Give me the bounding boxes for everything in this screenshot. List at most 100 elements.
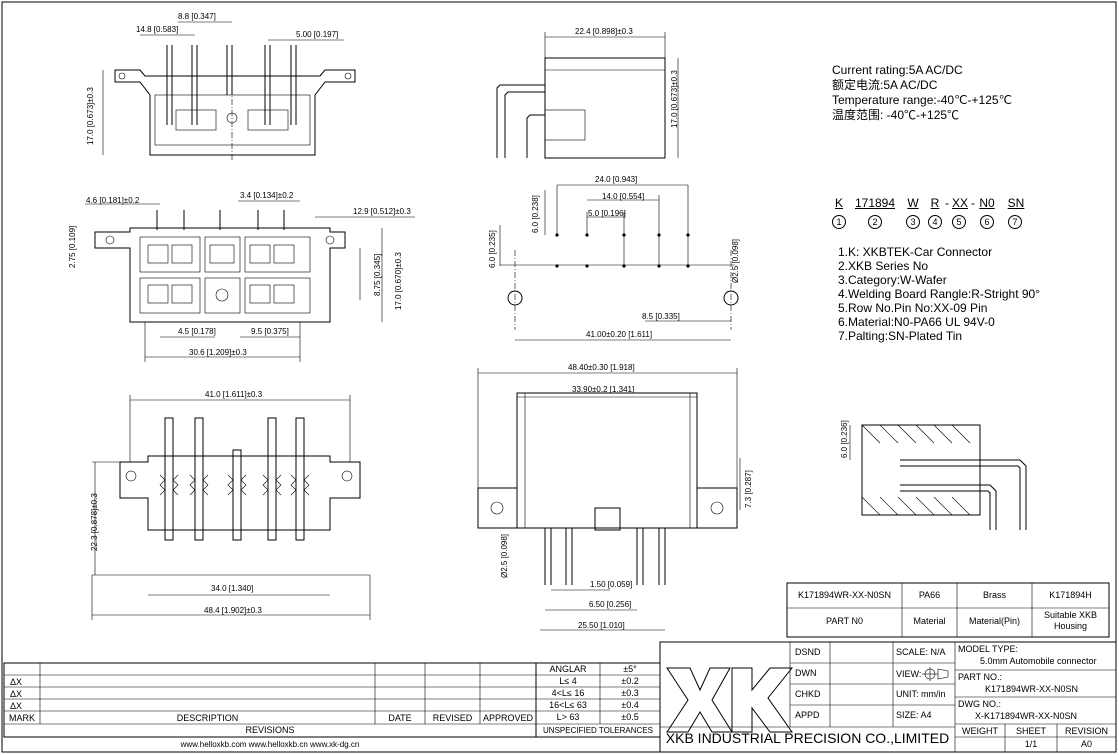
dim-label: 48.40±0.30 [1.918]: [568, 363, 635, 372]
website-links[interactable]: www.helloxkb.com www.helloxkb.cn www.xk-…: [180, 740, 360, 749]
dim-label: 8.5 [0.335]: [642, 312, 680, 321]
tolerance-header: ANGLAR: [549, 664, 587, 674]
spec-current-cn: 额定电流:5A AC/DC: [832, 78, 938, 92]
dim-label: 9.5 [0.375]: [251, 327, 289, 336]
title-block-lines: [659, 641, 1117, 753]
code-number: 6: [980, 215, 994, 229]
dim-label: 3.4 [0.134]±0.2: [240, 191, 294, 200]
revision-header: MARK: [8, 713, 35, 723]
code-segment: SN: [1007, 196, 1025, 210]
legend-item: 1.K: XKBTEK-Car Connector: [838, 245, 993, 259]
dwg-no-value: X-K171894WR-XX-N0SN: [975, 711, 1078, 721]
part-table-cell: PART N0: [825, 616, 863, 626]
code-separator: -: [971, 196, 975, 210]
model-type-label: MODEL TYPE:: [958, 644, 1019, 654]
revision-mark: ΔX: [10, 701, 23, 711]
part-table-cell: Material: [913, 616, 946, 626]
revision-label: REVISION: [1064, 726, 1108, 736]
dim-label: Ø2.5 [0.098]: [500, 533, 509, 578]
dim-label: 4.5 [0.178]: [178, 327, 216, 336]
front-view-top: [102, 21, 356, 160]
code-segment: N0: [979, 196, 995, 210]
dim-label: 24.0 [0.943]: [595, 175, 638, 184]
part-no-value: K171894WR-XX-N0SN: [985, 684, 1079, 694]
code-segment: XX: [951, 196, 968, 210]
xkb-logo: [666, 667, 794, 733]
revisions-title: REVISIONS: [245, 725, 295, 735]
dim-label: 5.0 [0.196]: [588, 209, 626, 218]
code-separator: -: [945, 196, 949, 210]
legend-item: 5.Row No.Pin No:XX-09 Pin: [838, 301, 988, 315]
spec-temp-en: Temperature range:-40℃-+125℃: [832, 93, 1013, 107]
dim-label: 22.4 [0.898]±0.3: [575, 27, 633, 36]
revision-header: APPROVED: [482, 713, 533, 723]
code-segment: K: [834, 196, 843, 210]
pcb-layout: [499, 184, 739, 341]
code-number: 2: [868, 215, 882, 229]
revision-header: DATE: [388, 713, 412, 723]
sheet-label: SHEET: [1015, 726, 1046, 736]
scale-label: SCALE: N/A: [896, 647, 946, 657]
revision-mark: ΔX: [10, 689, 23, 699]
legend-item: 6.Material:N0-PA66 UL 94V-0: [838, 315, 995, 329]
dim-label: 14.0 [0.554]: [602, 192, 645, 201]
size-label: SIZE: A4: [896, 710, 932, 720]
dim-label: 41.00±0.20 [1.611]: [586, 330, 653, 339]
dim-label: 30.6 [1.209]±0.3: [189, 348, 247, 357]
sheet-value: 1/1: [1024, 739, 1038, 749]
spec-current-en: Current rating:5A AC/DC: [832, 63, 963, 77]
revision-header: DESCRIPTION: [176, 713, 239, 723]
revision-mark: ΔX: [10, 677, 23, 687]
part-table-cell: K171894H: [1049, 590, 1092, 600]
dim-label: Ø2.5 [0.098]: [731, 238, 740, 283]
legend-item: 2.XKB Series No: [838, 259, 929, 273]
part-table-cell: Brass: [982, 590, 1006, 600]
weight-label: WEIGHT: [962, 726, 998, 736]
tolerance-cell: L≤ 4: [559, 676, 577, 686]
dwg-no-label: DWG NO.:: [958, 699, 1001, 709]
section-detail: [849, 424, 1027, 530]
dim-label: 4.6 [0.181]±0.2: [86, 196, 140, 205]
spec-temp-cn: 温度范围: -40℃-+125℃: [832, 108, 960, 122]
code-segment: R: [930, 196, 940, 210]
code-number: 3: [906, 215, 920, 229]
model-type-value: 5.0mm Automobile connector: [980, 656, 1097, 666]
unit-label: UNIT: mm/in: [896, 689, 946, 699]
tolerance-cell: ±0.4: [621, 700, 639, 710]
part-table-lines: [786, 582, 1110, 638]
dim-label: 6.0 [0.236]: [840, 420, 849, 458]
dim-label: 25.50 [1.010]: [578, 621, 625, 630]
tolerance-cell: ±0.2: [621, 676, 639, 686]
side-view-bottom: [477, 368, 741, 631]
legend-item: 4.Welding Board Rangle:R-Stright 90°: [838, 287, 1041, 301]
tolerance-cell: ±0.3: [621, 688, 639, 698]
dim-label: 41.0 [1.611]±0.3: [205, 390, 263, 399]
company-name: XKB INDUSTRIAL PRECISION CO.,LIMITED: [665, 730, 950, 746]
dim-label: 1.50 [0.059]: [590, 580, 633, 589]
part-no-label: PART NO.:: [958, 672, 1003, 682]
front-view-bottom: [91, 395, 371, 620]
dim-label: 17.0 [0.670]±0.3: [394, 252, 403, 310]
tolerance-header: ±5°: [623, 664, 637, 674]
dim-label: 7.3 [0.287]: [744, 470, 753, 508]
dim-label: 5.00 [0.197]: [296, 30, 339, 39]
code-number: 1: [832, 215, 846, 229]
dim-label: 17.0 [0.673]±0.3: [670, 70, 679, 128]
revision-value: A0: [1080, 739, 1092, 749]
dim-label: 6.0 [0.235]: [488, 230, 497, 268]
code-number: 5: [952, 215, 966, 229]
tolerance-cell: 16<L≤ 63: [549, 700, 587, 710]
tolerance-cell: 4<L≤ 16: [551, 688, 585, 698]
revision-header: REVISED: [432, 713, 473, 723]
side-view-top: [496, 32, 679, 159]
part-table-cell: K171894WR-XX-N0SN: [797, 590, 892, 600]
dim-label: 8.8 [0.347]: [178, 12, 216, 21]
tolerance-cell: L> 63: [556, 712, 580, 722]
dim-label: 17.0 [0.673]±0.3: [86, 87, 95, 145]
legend-item: 3.Category:W-Wafer: [838, 273, 947, 287]
role-label: DWN: [795, 668, 817, 678]
tolerance-cell: ±0.5: [621, 712, 639, 722]
dim-label: 8.75 [0.345]: [373, 253, 382, 296]
dim-label: 22.3 [0.878]±0.3: [90, 493, 99, 551]
